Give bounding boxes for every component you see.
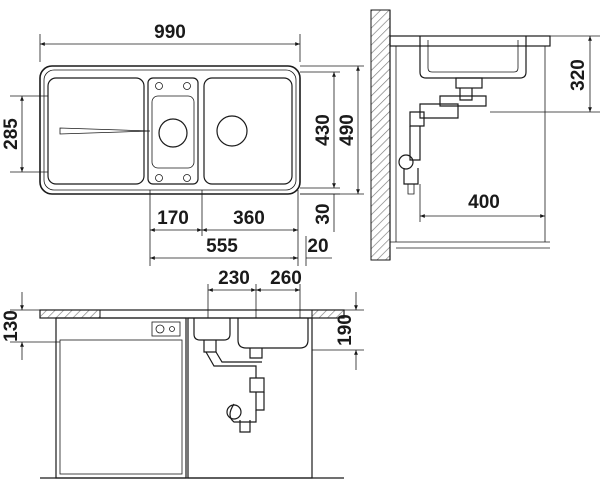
- dimension-555-20: 555 20: [150, 236, 332, 266]
- label-260: 260: [270, 268, 302, 289]
- label-400: 400: [468, 192, 500, 213]
- label-360: 360: [233, 208, 265, 229]
- label-190: 190: [335, 314, 356, 346]
- front-view: 230 260 130 190: [1, 268, 364, 479]
- label-555: 555: [206, 236, 238, 257]
- dimension-130: 130: [1, 292, 60, 360]
- label-430: 430: [313, 114, 334, 146]
- wall: [370, 9, 391, 261]
- dimension-430: 430: [300, 71, 340, 189]
- dimension-170-360: 170 360: [149, 190, 299, 266]
- label-130: 130: [1, 310, 22, 342]
- dimension-990: 990: [39, 22, 301, 62]
- label-30: 30: [313, 203, 334, 224]
- dimension-190: 190: [312, 292, 364, 370]
- label-20: 20: [307, 236, 328, 257]
- dimension-285: 285: [1, 95, 48, 173]
- label-230: 230: [218, 268, 250, 289]
- label-490: 490: [337, 114, 358, 146]
- label-170: 170: [157, 208, 189, 229]
- sink-outline: [39, 65, 301, 195]
- dimension-400: 400: [419, 184, 545, 222]
- dimension-230-260: 230 260: [207, 268, 302, 318]
- side-view: 320 400: [370, 9, 600, 261]
- dimension-320: 320: [490, 35, 600, 113]
- label-320: 320: [568, 59, 589, 91]
- top-view: 990 285: [1, 22, 364, 266]
- label-285: 285: [1, 118, 22, 150]
- dimension-30: 30: [300, 193, 340, 232]
- label-990: 990: [154, 22, 186, 43]
